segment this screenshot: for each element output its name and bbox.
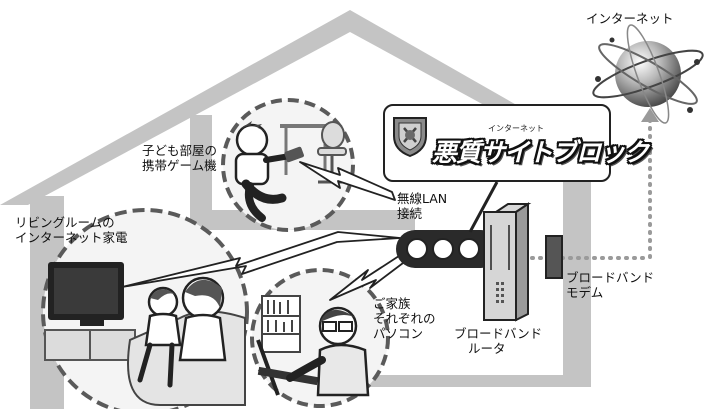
- living-room-label: リビングルームの インターネット家電: [15, 215, 128, 245]
- internet-globe-icon: [592, 24, 704, 124]
- wireless-lan-label-line2: 接続: [397, 206, 423, 221]
- router-label-line2: ルータ: [468, 341, 506, 356]
- kids-room-scene: [221, 98, 355, 232]
- kids-room-label-line1: 子ども部屋の: [142, 143, 218, 158]
- family-pc-label: ご家族 それぞれの パソコン: [373, 296, 436, 341]
- living-room-scene: [41, 208, 249, 413]
- shield-logo-icon: [393, 117, 427, 158]
- router-antenna: [468, 181, 499, 233]
- wireless-lan-label: 無線LAN 接続: [397, 191, 447, 221]
- wireless-lan-label-line1: 無線LAN: [397, 191, 448, 206]
- family-pc-label-line1: ご家族: [373, 296, 411, 311]
- product-name: 悪質サイトブロック: [432, 138, 649, 167]
- modem-label: ブロードバンド モデム: [566, 270, 654, 300]
- wireless-signals: [121, 161, 408, 301]
- router-label-line1: ブロードバンド: [454, 326, 543, 341]
- router-label: ブロードバンド ルータ: [454, 326, 542, 356]
- kids-room-label: 子ども部屋の 携帯ゲーム機: [142, 143, 217, 173]
- modem-label-line1: ブロードバンド: [566, 270, 655, 285]
- living-room-label-line1: リビングルームの: [15, 215, 115, 230]
- family-pc-label-line3: パソコン: [373, 326, 424, 341]
- family-pc-scene: [250, 268, 390, 408]
- wireless-lan-device: [396, 230, 500, 268]
- up-arrow: [641, 108, 659, 122]
- kids-room-label-line2: 携帯ゲーム機: [142, 158, 217, 173]
- product-small-label: インターネット: [488, 124, 544, 133]
- connection-lines: [514, 118, 652, 260]
- family-pc-label-line2: それぞれの: [373, 311, 436, 326]
- living-room-label-line2: インターネット家電: [15, 230, 128, 245]
- broadband-modem: [545, 235, 563, 279]
- internet-label: インターネット: [586, 11, 674, 26]
- modem-label-line2: モデム: [566, 285, 604, 300]
- broadband-router: [483, 202, 532, 322]
